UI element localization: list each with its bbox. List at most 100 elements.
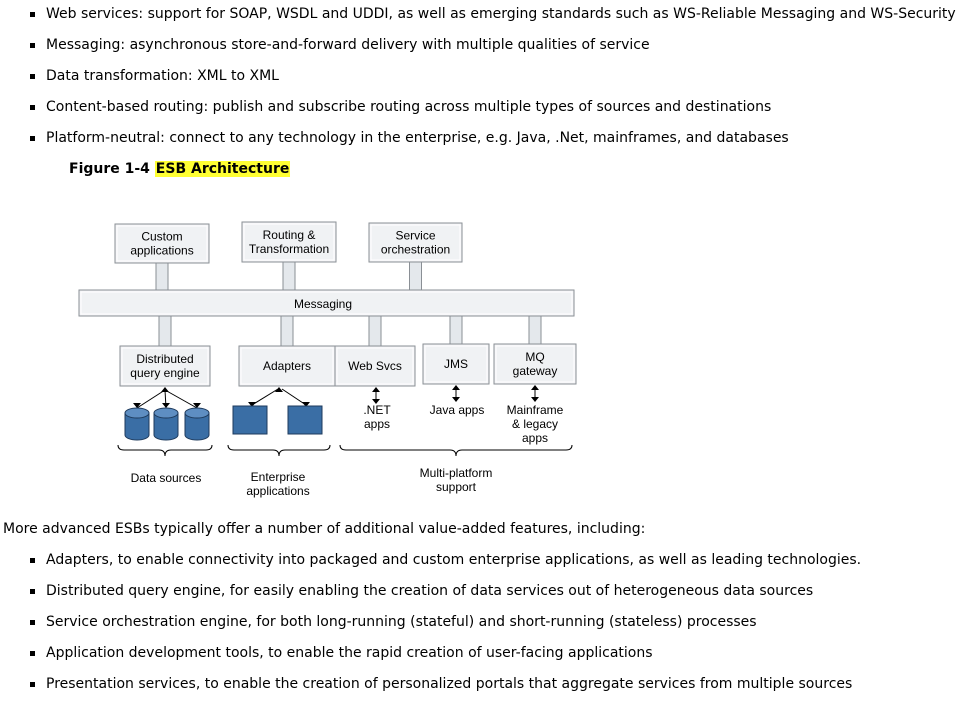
bottom-box-4-inner [495, 345, 575, 383]
enterprise-app-icon [287, 405, 323, 435]
database-icon [184, 407, 210, 441]
group-label-enterprise: Enterprise [251, 470, 306, 484]
intro-paragraph: More advanced ESBs typically offer a num… [3, 521, 646, 537]
list-item: Web services: support for SOAP, WSDL and… [28, 3, 973, 34]
list-item: Presentation services, to enable the cre… [28, 673, 973, 704]
top-connector [409, 261, 422, 291]
list-item: Messaging: asynchronous store-and-forwar… [28, 34, 973, 65]
messaging-bus-label: Messaging [294, 297, 352, 311]
bullet-icon [30, 651, 35, 656]
list-item-text: Service orchestration engine, for both l… [46, 614, 757, 630]
bullet-icon [30, 74, 35, 79]
top-box-2-label: orchestration [381, 243, 450, 257]
bottom-box-0-inner [121, 347, 209, 385]
arrowhead-icon [531, 397, 539, 402]
bottom-box-2-label: Web Svcs [348, 359, 402, 373]
bullet-icon [30, 12, 35, 17]
bottom-box-3-label: JMS [444, 357, 468, 371]
client-label-net: apps [364, 417, 390, 431]
bullet-icon [30, 105, 35, 110]
bottom-box-1-label: Adapters [263, 359, 311, 373]
list-item-text: Application development tools, to enable… [46, 645, 653, 661]
list-item-text: Presentation services, to enable the cre… [46, 676, 853, 692]
bottom-box-0-label: query engine [130, 366, 200, 380]
database-icon-top [184, 407, 210, 419]
top-box-2 [368, 222, 463, 263]
bullet-icon [30, 136, 35, 141]
bottom-connector [280, 315, 294, 347]
list-item: Adapters, to enable connectivity into pa… [28, 549, 973, 580]
arrowhead-icon [193, 403, 201, 408]
bottom-box-1-inner [240, 347, 334, 385]
database-icon-body [184, 413, 210, 441]
bottom-box-0 [119, 345, 211, 387]
arrowhead-icon [531, 385, 539, 390]
top-box-0-inner [116, 225, 208, 262]
bottom-box-4-label: gateway [513, 364, 558, 378]
tree-line [136, 389, 166, 409]
database-icon-top [124, 407, 150, 419]
bottom-box-4-label: MQ [525, 350, 544, 364]
bullet-icon [30, 43, 35, 48]
arrowhead-icon [372, 387, 380, 392]
tree-line [164, 389, 198, 409]
top-box-0 [114, 223, 210, 264]
top-connector [155, 262, 169, 291]
list-item-text: Web services: support for SOAP, WSDL and… [46, 6, 956, 22]
feature-list: Web services: support for SOAP, WSDL and… [28, 3, 973, 158]
arrowhead-icon [162, 403, 170, 408]
bullet-icon [30, 589, 35, 594]
list-item: Data transformation: XML to XML [28, 65, 973, 96]
group-brace [117, 444, 213, 457]
top-box-1-label: Transformation [249, 242, 329, 256]
client-label-net: .NET [363, 403, 391, 417]
database-icon-top [153, 407, 179, 419]
list-item-text: Platform-neutral: connect to any technol… [46, 130, 789, 146]
arrowhead-icon [372, 399, 380, 404]
adapter-line [281, 388, 307, 406]
arrowhead-icon [452, 385, 460, 390]
arrowhead-icon [302, 402, 310, 407]
list-item-text: Adapters, to enable connectivity into pa… [46, 552, 862, 568]
bottom-box-1 [238, 345, 336, 387]
figure-caption: Figure 1-4 ESB Architecture [69, 158, 291, 180]
bullet-icon [30, 682, 35, 687]
bottom-box-3 [422, 343, 490, 385]
list-item-text: Content-based routing: publish and subsc… [46, 99, 772, 115]
figure-title-highlighted: ESB Architecture [154, 161, 291, 177]
top-box-2-label: Service [395, 229, 435, 243]
bottom-box-4 [493, 343, 577, 385]
bullet-icon [30, 620, 35, 625]
arrowhead-icon [275, 387, 283, 392]
bottom-box-3-inner [424, 345, 488, 383]
arrowhead-icon [133, 403, 141, 408]
top-box-1-inner [243, 223, 335, 261]
list-item: Distributed query engine, for easily ena… [28, 580, 973, 611]
bottom-box-0-label: Distributed [136, 352, 193, 366]
database-icon-body [153, 413, 179, 441]
arrowhead-icon [248, 402, 256, 407]
list-item-text: Messaging: asynchronous store-and-forwar… [46, 37, 650, 53]
group-label-enterprise: applications [246, 484, 309, 498]
adapter-line [251, 388, 279, 406]
group-brace [227, 444, 331, 457]
bottom-connector [368, 315, 382, 347]
list-item: Application development tools, to enable… [28, 642, 973, 673]
advanced-feature-list: Adapters, to enable connectivity into pa… [28, 549, 973, 704]
list-item-text: Distributed query engine, for easily ena… [46, 583, 814, 599]
client-label-mainframe: apps [522, 431, 548, 445]
arrowhead-icon [161, 387, 169, 392]
top-connector [282, 261, 296, 291]
messaging-bus-inner [80, 291, 573, 315]
top-box-0-label: applications [130, 244, 193, 258]
list-item: Platform-neutral: connect to any technol… [28, 127, 973, 158]
database-icon [124, 407, 150, 441]
messaging-bus [78, 289, 575, 317]
group-brace [339, 444, 573, 457]
bottom-connector [528, 315, 542, 345]
list-item: Service orchestration engine, for both l… [28, 611, 973, 642]
figure-number: Figure 1-4 [69, 161, 150, 177]
group-label-multiplatform: support [436, 480, 477, 494]
top-box-1-label: Routing & [263, 228, 316, 242]
bottom-box-2 [334, 345, 416, 387]
